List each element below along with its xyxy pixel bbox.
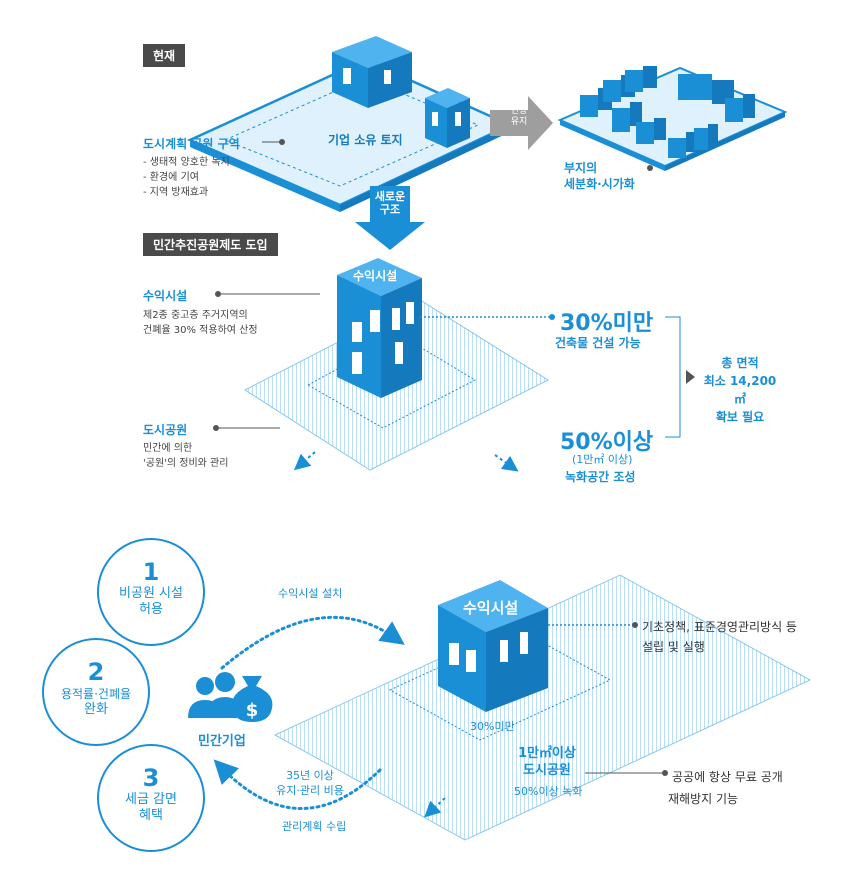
benefit-circle-3: 3 세금 감면 혜택 — [97, 744, 205, 852]
new-structure-arrow-icon — [355, 186, 425, 250]
benefit-circle-1: 1 비공원 시설 허용 — [97, 538, 205, 646]
right-bottom-note: 공공에 항상 무료 공개 재해방지 기능 — [668, 766, 783, 810]
right-bottom-line: 공공에 항상 무료 공개 — [672, 770, 783, 784]
svg-text:$: $ — [246, 700, 259, 721]
total-area-line: 최소 14,200㎡ — [703, 374, 777, 406]
intro-tag: 민간추진공원제도 도입 — [143, 233, 278, 256]
revenue-desc-line: 건폐율 30% 적용하여 산정 — [143, 325, 258, 336]
land-label: 기업 소유 토지 — [328, 133, 403, 147]
revenue-building-label: 수익시설 — [353, 269, 398, 283]
benefit-label: 혜택 — [139, 808, 163, 823]
park-desc: 민간에 의한 '공원'의 정비와 관리 — [143, 441, 228, 471]
bottom-park-big: 1만㎡이상 도시공원 — [518, 745, 576, 779]
right-top-note: 기초정책, 표준경영관리방식 등 설립 및 실행 — [642, 617, 797, 657]
right-top-line: 기초정책, 표준경영관리방식 등 — [642, 620, 797, 634]
total-area-line: 총 면적 — [721, 356, 759, 370]
park-zone-title: 도시계획 공원 구역 — [143, 137, 240, 151]
total-area: 총 면적 최소 14,200㎡ 확보 필요 — [700, 354, 780, 426]
building-icon — [425, 88, 470, 148]
revenue-desc-line: 제2종 중고층 주거지역의 — [143, 310, 248, 321]
fragment-label: 부지의 세분화·시가화 — [564, 161, 635, 191]
pointer-icon — [686, 370, 695, 384]
benefit-label: 비공원 시설 — [119, 586, 183, 601]
benefit-label: 세금 감면 — [125, 792, 177, 807]
bottom-park-green: 50%이상 녹화 — [514, 785, 583, 798]
right-bottom-line: 재해방지 기능 — [668, 792, 739, 806]
building-icon — [332, 36, 412, 108]
bottom-building-label: 수익시설 — [463, 599, 519, 617]
under30-sub: 건축물 건설 가능 — [555, 336, 641, 350]
maintain-label: 35년 이상 유지·관리 비용 — [270, 768, 350, 798]
keep-arrow-label: 현상 유지 — [510, 106, 528, 127]
revenue-desc: 제2종 중고층 주거지역의 건폐율 30% 적용하여 산정 — [143, 308, 258, 338]
park-zone-point: - 지역 방재효과 — [143, 187, 209, 198]
keep-arrow-icon — [490, 96, 553, 150]
maintain-line: 35년 이상 — [286, 769, 334, 782]
benefit-label: 완화 — [84, 702, 108, 717]
benefit-circle-2: 2 용적률·건폐율 완화 — [42, 638, 150, 746]
small-buildings — [580, 66, 755, 158]
right-top-line: 설립 및 실행 — [642, 640, 705, 654]
benefit-label: 허용 — [139, 602, 163, 617]
plan-label: 관리계획 수립 — [282, 820, 347, 833]
bottom-revenue-building-icon — [438, 580, 548, 712]
private-company-label: 민간기업 — [198, 734, 246, 749]
park-zone-point: - 생태적 양호한 녹지 — [143, 157, 230, 168]
park-desc-line: 민간에 의한 — [143, 443, 193, 454]
over50-paren: (1만㎡ 이상) — [572, 453, 633, 466]
park-zone-point: - 환경에 기여 — [143, 172, 199, 183]
bottom-park-line: 1만㎡이상 — [518, 746, 576, 761]
money-bag-icon: $ — [231, 676, 273, 722]
benefit-number: 2 — [87, 658, 105, 686]
under30-value: 30%미만 — [560, 311, 654, 336]
revenue-building-icon — [337, 258, 422, 398]
bottom-under30: 30%미만 — [470, 720, 515, 733]
park-zone-points: - 생태적 양호한 녹지 - 환경에 기여 - 지역 방재효과 — [143, 155, 230, 200]
benefit-number: 3 — [142, 764, 160, 792]
maintain-line: 유지·관리 비용 — [276, 784, 344, 797]
total-area-line: 확보 필요 — [715, 410, 765, 424]
over50-sub: 녹화공간 조성 — [565, 470, 636, 484]
bottom-park-line: 도시공원 — [523, 763, 571, 778]
benefit-label: 용적률·건폐율 — [60, 687, 132, 701]
install-label: 수익시설 설치 — [278, 587, 343, 600]
revenue-title: 수익시설 — [143, 289, 188, 303]
over50-value: 50%이상 — [560, 430, 654, 455]
benefit-number: 1 — [142, 558, 160, 586]
new-structure-label: 새로운 구조 — [374, 190, 406, 216]
current-tag: 현재 — [143, 44, 186, 67]
park-title: 도시공원 — [143, 423, 188, 437]
park-desc-line: '공원'의 정비와 관리 — [143, 458, 229, 469]
